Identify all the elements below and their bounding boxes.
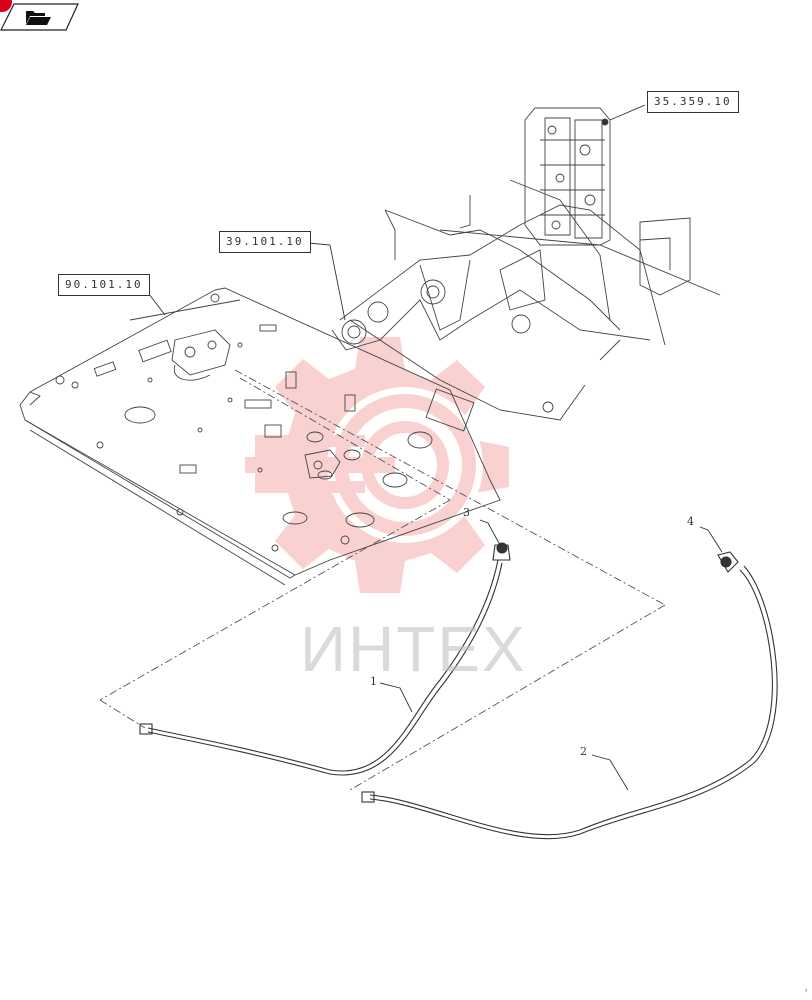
- ref-label-text: 35.359.10: [654, 95, 732, 108]
- nav-accent-dot: [0, 0, 12, 12]
- hose-1: [139, 542, 511, 776]
- ref-label-39-101-10[interactable]: 39.101.10: [219, 231, 311, 253]
- ref-label-35-359-10[interactable]: 35.359.10: [647, 91, 739, 113]
- routing-lines: [99, 369, 666, 791]
- floor-plate-assembly: [19, 287, 501, 586]
- watermark-gear: [245, 337, 509, 593]
- callout-1: 1: [370, 675, 377, 688]
- page-corner-mark: ›: [804, 986, 808, 996]
- watermark-text: ИНТЕХ: [300, 613, 527, 685]
- ref-label-text: 90.101.10: [65, 278, 143, 291]
- control-valve-stack: [524, 107, 611, 246]
- ref-label-90-101-10[interactable]: 90.101.10: [58, 274, 150, 296]
- ref-label-text: 39.101.10: [226, 235, 304, 248]
- callout-3: 3: [463, 506, 470, 519]
- folder-open-icon[interactable]: [0, 0, 80, 32]
- nav-tab[interactable]: [0, 0, 80, 32]
- callout-4: 4: [687, 515, 694, 528]
- pilot-control-block: [171, 329, 341, 479]
- hose-2: [361, 551, 778, 840]
- callout-2: 2: [580, 745, 587, 758]
